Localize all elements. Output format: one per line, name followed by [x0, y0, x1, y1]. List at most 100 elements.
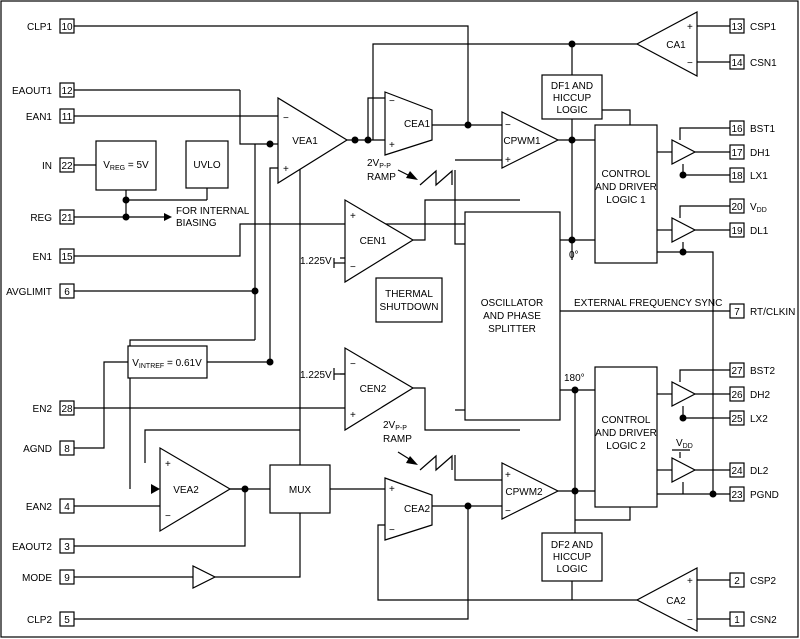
- left-pin-en2: 28 EN2: [33, 400, 75, 416]
- pin-number: 13: [731, 22, 743, 33]
- cen1-comparator: [344, 198, 415, 284]
- pin-name: DL1: [750, 226, 769, 237]
- control1-line3: LOGIC 1: [606, 195, 646, 206]
- pin-box: [729, 120, 745, 136]
- cea1-plus: +: [389, 140, 395, 151]
- cen2-vref: 1.225V: [300, 370, 332, 381]
- pin-name: AVGLIMIT: [6, 287, 52, 298]
- ramp2-label: RAMP: [383, 434, 412, 445]
- ca1-plus: +: [687, 22, 693, 33]
- osc-line3: SPLITTER: [488, 324, 536, 335]
- cpwm2-comparator: [501, 462, 560, 520]
- pin-number: 24: [731, 466, 743, 477]
- pin-number: 28: [61, 404, 73, 415]
- vea1-plus: +: [283, 164, 289, 175]
- pin-box: [729, 462, 745, 478]
- pin-number: 1: [734, 615, 740, 626]
- vea1-minus: −: [283, 113, 289, 124]
- pin-box: [729, 362, 745, 378]
- ca1-label: CA1: [666, 40, 686, 51]
- control2-line2: AND DRIVER: [595, 428, 657, 439]
- vea1-amplifier: [277, 96, 349, 185]
- osc-line2: AND PHASE: [483, 311, 541, 322]
- pin-box: [59, 498, 75, 514]
- mode-buffer: [192, 565, 217, 589]
- df1-line2: HICCUP: [553, 93, 592, 104]
- dl1-driver: [671, 217, 697, 243]
- pin-box: [59, 157, 75, 173]
- ca2-amplifier: [635, 567, 698, 632]
- pin-number: 17: [731, 148, 743, 159]
- mux-box: [269, 464, 331, 514]
- cea2-minus: −: [389, 525, 395, 536]
- df2-hiccup-box: [541, 532, 603, 582]
- dh1-driver: [671, 139, 697, 165]
- right-pin-rtclkin: 7 RT/CLKIN: [729, 303, 795, 319]
- cea2-amplifier: [384, 477, 433, 541]
- ramp1-waveform: [419, 169, 453, 187]
- pin-box: [729, 198, 745, 214]
- pin-name: EN2: [33, 404, 53, 415]
- pin-box: [729, 410, 745, 426]
- pin-number: 14: [731, 58, 743, 69]
- control-logic-1-box: [594, 124, 658, 264]
- pin-box: [59, 283, 75, 299]
- pin-number: 3: [64, 542, 70, 553]
- cea2-plus: +: [389, 484, 395, 495]
- cpwm2-label: CPWM2: [505, 487, 543, 498]
- pin-number: 11: [62, 112, 73, 123]
- cea1-amplifier: [384, 91, 433, 156]
- pin-box: [59, 440, 75, 456]
- cea1-label: CEA1: [404, 119, 431, 130]
- ca2-label: CA2: [666, 596, 686, 607]
- pin-box: [729, 167, 745, 183]
- pin-number: 7: [734, 307, 740, 318]
- left-pin-ean1: 11 EAN1: [26, 108, 75, 124]
- cpwm1-minus: −: [505, 120, 511, 131]
- internal-biasing-line2: BIASING: [176, 218, 217, 229]
- pin-number: 20: [731, 202, 743, 213]
- pin-box: [729, 486, 745, 502]
- ca2-minus: −: [687, 615, 693, 626]
- df2-line3: LOGIC: [556, 564, 587, 575]
- vea2-amplifier: [159, 446, 232, 533]
- control1-line2: AND DRIVER: [595, 182, 657, 193]
- vintref-label: VINTREF = 0.61V: [132, 358, 202, 370]
- pin-name: CSN2: [750, 615, 777, 626]
- pin-name: VDD: [750, 202, 767, 214]
- pin-name: RT/CLKIN: [750, 307, 795, 318]
- pin-number: 23: [731, 490, 743, 501]
- pin-number: 16: [731, 124, 743, 135]
- cpwm1-plus: +: [505, 155, 511, 166]
- vintref-box: [127, 345, 208, 379]
- oscillator-box: [464, 211, 561, 421]
- pin-number: 21: [61, 213, 73, 224]
- dl2-driver: [671, 457, 697, 483]
- pin-box: [729, 303, 745, 319]
- pin-name: MODE: [22, 573, 52, 584]
- ramp2-waveform: [419, 454, 453, 472]
- pin-name: CLP2: [27, 615, 52, 626]
- pin-name: BST1: [750, 124, 775, 135]
- ext-sync-label: EXTERNAL FREQUENCY SYNC: [574, 298, 722, 309]
- pin-name: EAN1: [26, 112, 53, 123]
- pin-box: [59, 82, 75, 98]
- pin-name: EAN2: [26, 502, 53, 513]
- right-pin-v: 20 VDD: [729, 198, 767, 214]
- pin-box: [59, 108, 75, 124]
- phase-0-label: 0°: [569, 250, 579, 261]
- cea1-minus: −: [389, 96, 395, 107]
- ca2-plus: +: [687, 576, 693, 587]
